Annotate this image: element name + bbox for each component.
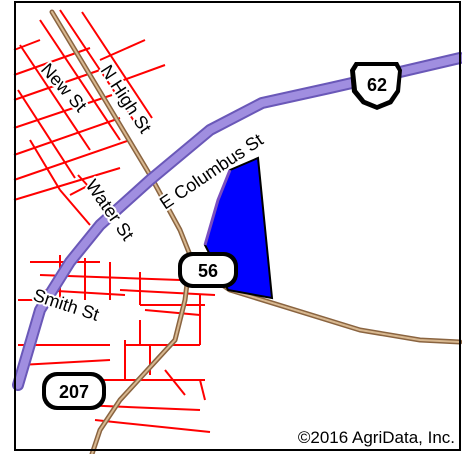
route-shield-56: 56 bbox=[178, 252, 238, 288]
local-streets bbox=[13, 9, 216, 433]
shield-number-us-62: 62 bbox=[367, 75, 387, 95]
shield-number-56: 56 bbox=[198, 261, 218, 281]
copyright-notice: ©2016 AgriData, Inc. bbox=[298, 428, 455, 447]
us-shield-icon bbox=[355, 66, 398, 105]
state-shield-icon bbox=[182, 256, 234, 284]
parcel-edge-highlight bbox=[203, 169, 232, 246]
route-shield-us-62: 62 bbox=[350, 62, 402, 110]
state-shield-icon bbox=[46, 376, 102, 406]
shield-number-207: 207 bbox=[59, 382, 89, 402]
route-shield-207: 207 bbox=[42, 372, 106, 410]
map-border bbox=[14, 1, 461, 451]
